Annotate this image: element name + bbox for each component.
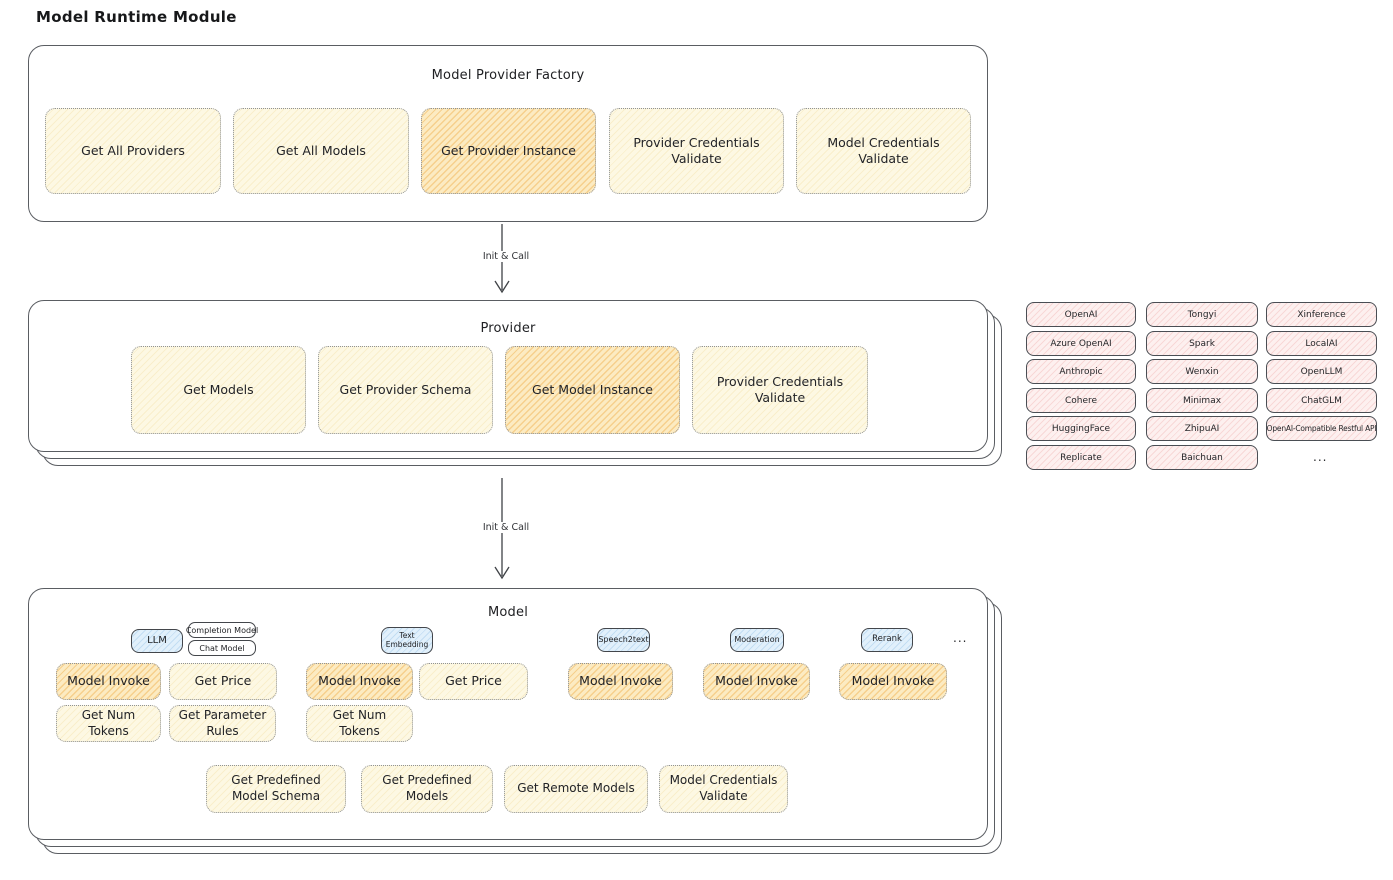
tab-moderation: Moderation bbox=[730, 628, 784, 652]
node-provider-credentials-validate-2: Provider Credentials Validate bbox=[692, 346, 868, 434]
provider-chip-wenxin: Wenxin bbox=[1146, 359, 1258, 384]
tab-llm: LLM bbox=[131, 629, 183, 653]
provider-chip-replicate: Replicate bbox=[1026, 445, 1136, 470]
node-get-num-tokens-llm: Get Num Tokens bbox=[56, 705, 161, 742]
provider-chip-openai: OpenAI bbox=[1026, 302, 1136, 327]
provider-chip-localai: LocalAI bbox=[1266, 331, 1377, 356]
factory-title: Model Provider Factory bbox=[431, 68, 585, 83]
node-model-credentials-validate-2: Model Credentials Validate bbox=[659, 765, 788, 813]
node-get-parameter-rules: Get Parameter Rules bbox=[169, 705, 276, 742]
provider-chip-minimax: Minimax bbox=[1146, 388, 1258, 413]
node-get-predefined-models: Get Predefined Models bbox=[361, 765, 493, 813]
model-tabs-ellipsis: ... bbox=[953, 631, 968, 645]
node-get-provider-schema: Get Provider Schema bbox=[318, 346, 493, 434]
provider-chip-openai-compatible: OpenAI-Compatible Restful API bbox=[1266, 416, 1377, 441]
provider-chip-xinference: Xinference bbox=[1266, 302, 1377, 327]
provider-grid-ellipsis: ... bbox=[1313, 450, 1328, 464]
node-model-invoke-moderation: Model Invoke bbox=[703, 663, 810, 700]
provider-frame: Provider Get Models Get Provider Schema … bbox=[28, 300, 988, 452]
node-get-provider-instance: Get Provider Instance bbox=[421, 108, 596, 194]
node-get-all-models: Get All Models bbox=[233, 108, 409, 194]
provider-chip-openllm: OpenLLM bbox=[1266, 359, 1377, 384]
page-title: Model Runtime Module bbox=[36, 8, 237, 26]
tab-rerank: Rerank bbox=[861, 628, 913, 652]
provider-chip-zhipuai: ZhipuAI bbox=[1146, 416, 1258, 441]
provider-title: Provider bbox=[480, 321, 536, 336]
provider-chip-baichuan: Baichuan bbox=[1146, 445, 1258, 470]
node-get-price-llm: Get Price bbox=[169, 663, 277, 700]
node-get-num-tokens-embedding: Get Num Tokens bbox=[306, 705, 413, 742]
provider-chip-spark: Spark bbox=[1146, 331, 1258, 356]
provider-chip-tongyi: Tongyi bbox=[1146, 302, 1258, 327]
tab-chat-model: Chat Model bbox=[188, 640, 256, 656]
provider-chip-azure-openai: Azure OpenAI bbox=[1026, 331, 1136, 356]
tab-completion-model: Completion Model bbox=[186, 622, 258, 638]
init-call-label-2: Init & Call bbox=[474, 522, 538, 533]
node-get-predefined-model-schema: Get Predefined Model Schema bbox=[206, 765, 346, 813]
node-get-model-instance: Get Model Instance bbox=[505, 346, 680, 434]
node-model-invoke-rerank: Model Invoke bbox=[839, 663, 947, 700]
node-model-invoke-embedding: Model Invoke bbox=[306, 663, 413, 700]
model-frame: Model LLM Completion Model Chat Model Te… bbox=[28, 588, 988, 840]
node-model-invoke-llm: Model Invoke bbox=[56, 663, 161, 700]
provider-chip-cohere: Cohere bbox=[1026, 388, 1136, 413]
node-get-price-embedding: Get Price bbox=[419, 663, 528, 700]
provider-chip-anthropic: Anthropic bbox=[1026, 359, 1136, 384]
model-title: Model bbox=[487, 605, 529, 620]
node-provider-credentials-validate: Provider Credentials Validate bbox=[609, 108, 784, 194]
node-get-remote-models: Get Remote Models bbox=[504, 765, 648, 813]
factory-frame: Model Provider Factory Get All Providers… bbox=[28, 45, 988, 222]
node-get-models: Get Models bbox=[131, 346, 306, 434]
tab-text-embedding: Text Embedding bbox=[381, 627, 433, 654]
tab-speech2text: Speech2text bbox=[597, 628, 650, 652]
init-call-label-1: Init & Call bbox=[474, 251, 538, 262]
node-get-all-providers: Get All Providers bbox=[45, 108, 221, 194]
node-model-invoke-speech2text: Model Invoke bbox=[568, 663, 673, 700]
node-model-credentials-validate: Model Credentials Validate bbox=[796, 108, 971, 194]
provider-chip-chatglm: ChatGLM bbox=[1266, 388, 1377, 413]
provider-chip-huggingface: HuggingFace bbox=[1026, 416, 1136, 441]
